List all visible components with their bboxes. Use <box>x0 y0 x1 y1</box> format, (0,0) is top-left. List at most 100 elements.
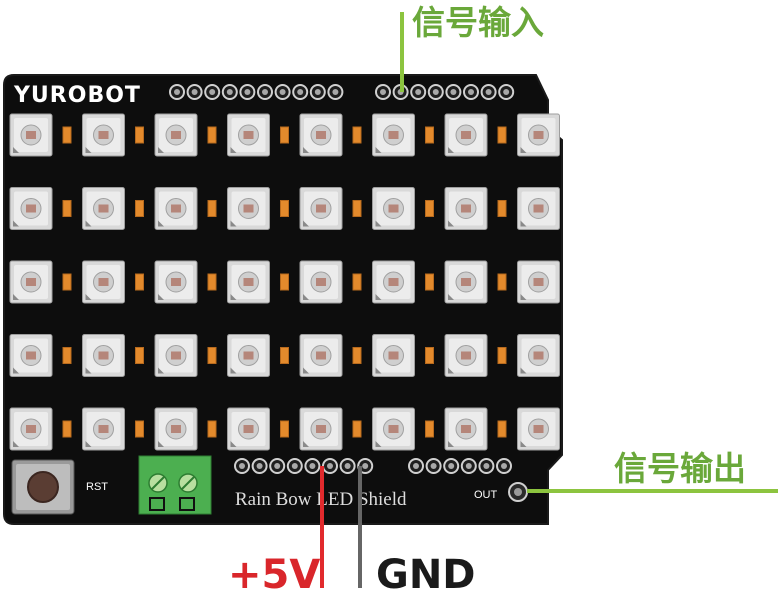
rgb-led <box>154 334 198 377</box>
rgb-led <box>9 407 53 451</box>
smd-resistor <box>207 126 217 144</box>
smd-resistor <box>352 200 362 217</box>
signal-out-label: 信号输出 <box>614 449 746 488</box>
header-pin <box>427 84 444 100</box>
smd-resistor <box>135 273 144 291</box>
header-pin <box>327 84 344 100</box>
rgb-led <box>372 260 415 304</box>
rgb-led <box>154 187 198 230</box>
out-label: OUT <box>474 489 498 501</box>
rgb-led <box>227 260 270 304</box>
rgb-led <box>9 113 53 157</box>
smd-resistor <box>280 347 289 364</box>
smd-resistor <box>207 347 217 364</box>
smd-resistor <box>135 126 144 144</box>
smd-resistor <box>425 273 434 291</box>
header-pin <box>204 84 221 100</box>
header-pin <box>234 458 250 474</box>
rgb-led <box>299 334 343 377</box>
vcc-label: +5V <box>228 552 320 598</box>
rgb-led <box>9 260 53 304</box>
smd-resistor <box>280 200 289 217</box>
rgb-led <box>517 113 560 157</box>
header-pin <box>292 84 309 100</box>
smd-resistor <box>425 347 434 364</box>
smd-resistor <box>62 126 72 144</box>
header-pin <box>496 458 512 474</box>
smd-resistor <box>425 200 434 217</box>
rgb-led <box>444 260 488 304</box>
led-matrix <box>9 113 560 451</box>
rgb-led <box>444 334 488 377</box>
header-pin <box>269 458 286 474</box>
header-pin <box>186 84 203 100</box>
rgb-led <box>517 260 560 304</box>
rgb-led <box>299 187 343 230</box>
header-pin <box>221 84 238 100</box>
signal-in-label: 信号输入 <box>412 3 544 42</box>
rgb-led <box>299 407 343 451</box>
rgb-led <box>227 334 270 377</box>
header-pin <box>274 84 291 100</box>
header-pin <box>478 458 495 474</box>
smd-resistor <box>62 420 72 438</box>
header-pin <box>460 458 477 474</box>
rgb-led <box>517 407 560 451</box>
smd-resistor <box>497 200 507 217</box>
header-pin <box>445 84 462 100</box>
header-pin <box>304 458 321 474</box>
header-pin <box>480 84 497 100</box>
smd-resistor <box>497 273 507 291</box>
smd-resistor <box>207 273 217 291</box>
rgb-led <box>154 260 198 304</box>
rgb-led <box>372 113 415 157</box>
rgb-led <box>517 334 560 377</box>
brand-logo: YUROBOT <box>13 83 141 108</box>
smd-resistor <box>425 126 434 144</box>
smd-resistor <box>352 273 362 291</box>
smd-resistor <box>135 420 144 438</box>
rgb-led <box>82 334 125 377</box>
header-pin <box>322 458 338 474</box>
header-pin <box>443 458 460 474</box>
rgb-led <box>82 260 125 304</box>
header-pin <box>408 458 424 474</box>
rgb-led <box>82 113 125 157</box>
rgb-led <box>227 187 270 230</box>
top-header-pins-left <box>169 84 344 100</box>
bottom-header-pins-left <box>234 458 374 474</box>
smd-resistor <box>497 347 507 364</box>
header-pin <box>257 84 273 100</box>
rgb-led <box>82 407 125 451</box>
rgb-led <box>444 113 488 157</box>
rgb-led <box>154 407 198 451</box>
header-pin <box>410 84 427 100</box>
top-header-pins-right <box>375 84 515 100</box>
smd-resistor <box>352 420 362 438</box>
rgb-led <box>444 407 488 451</box>
out-pad <box>508 482 528 502</box>
header-pin <box>498 84 515 100</box>
smd-resistor <box>135 347 144 364</box>
rst-label: RST <box>86 481 108 493</box>
rgb-led <box>9 187 53 230</box>
rgb-led <box>82 187 125 230</box>
rgb-led <box>372 407 415 451</box>
header-pin <box>169 84 185 100</box>
pcb-board <box>3 74 563 525</box>
smd-resistor <box>425 420 434 438</box>
rgb-led <box>372 187 415 230</box>
header-pin <box>286 458 303 474</box>
header-pin <box>425 458 442 474</box>
rgb-led <box>517 187 560 230</box>
reset-button <box>11 459 75 515</box>
smd-resistor <box>280 273 289 291</box>
bottom-header-pins-right <box>408 458 512 474</box>
smd-resistor <box>207 420 217 438</box>
rgb-led <box>154 113 198 157</box>
rgb-led <box>9 334 53 377</box>
smd-resistor <box>62 273 72 291</box>
header-pin <box>339 458 356 474</box>
smd-resistor <box>280 420 289 438</box>
